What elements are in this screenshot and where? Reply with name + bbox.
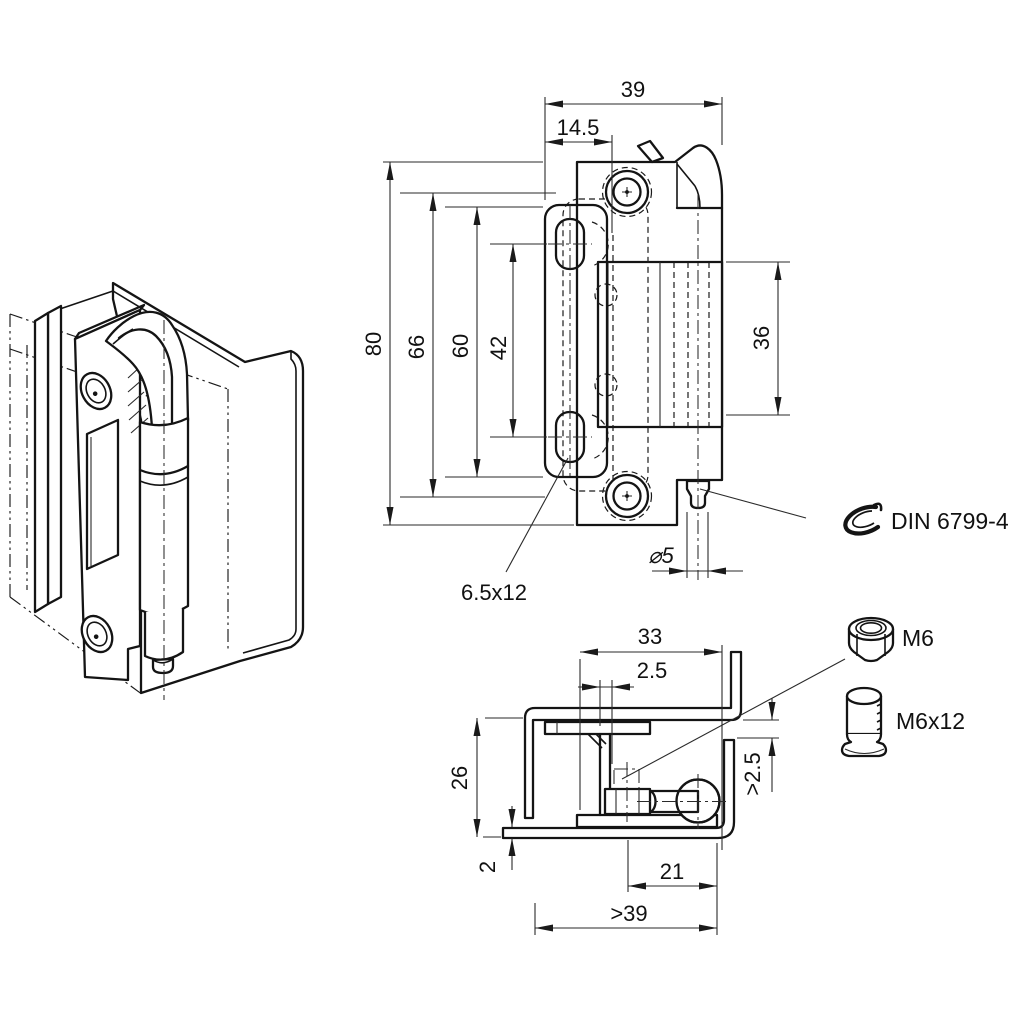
front-view [543, 139, 724, 580]
dim-slot-spacing: 42 [486, 336, 511, 360]
nut-label: M6 [902, 625, 934, 651]
dim-section-height: 26 [447, 766, 472, 790]
retaining-ring-icon [843, 502, 883, 536]
iso-screw-top [79, 371, 113, 411]
dim-leaf-thickness: 2.5 [637, 658, 668, 683]
iso-leaf-window [85, 418, 120, 571]
front-hook-inner [676, 163, 701, 209]
section-dimensions: 33 2.5 26 2 21 >39 >2.5 [447, 624, 846, 935]
section-gusset [587, 733, 607, 749]
nut-leader [621, 658, 846, 780]
dim-sheet-thickness: 2 [475, 861, 500, 873]
ring-leader [699, 488, 807, 519]
section-bracket [543, 720, 652, 736]
dim-height: 80 [361, 332, 386, 356]
section-pin-axis [637, 774, 727, 829]
slot-size-label: 6.5x12 [461, 580, 527, 605]
iso-hook-edge [112, 328, 134, 345]
retaining-ring-label: DIN 6799-4 [891, 508, 1009, 534]
iso-screw-bottom [80, 614, 114, 654]
dim-depth: 33 [638, 624, 662, 649]
dim-hole-offset: 14.5 [557, 115, 600, 140]
front-barrel-hidden [673, 262, 710, 427]
front-dimensions: 39 14.5 80 66 60 42 36 ⌀5 6.5x12 DIN 679… [361, 77, 1009, 605]
iso-left-flange-side [46, 304, 63, 606]
m6-nut-icon [847, 616, 895, 663]
dim-pin-diameter: ⌀5 [648, 543, 674, 568]
dim-leaf-height: 60 [448, 334, 473, 358]
hardware-callouts: M6 M6x12 [840, 616, 965, 758]
iso-channel-top-inner [47, 290, 240, 368]
iso-flange-inner-edge [242, 351, 297, 654]
front-hook-tab [636, 139, 665, 164]
dim-min-clearance: >2.5 [740, 752, 765, 795]
dim-min-width: >39 [610, 901, 647, 926]
dim-hole-spacing: 66 [404, 335, 429, 359]
front-screw-bottom [601, 470, 653, 522]
section-door-profile [501, 738, 736, 840]
dim-width: 39 [621, 77, 645, 102]
stud-label: M6x12 [896, 708, 965, 734]
front-screw-top [601, 166, 653, 218]
iso-pin-tip-line [152, 658, 174, 664]
section-view [501, 650, 743, 840]
iso-left-flange [33, 311, 50, 614]
slot-leader [505, 457, 569, 573]
iso-barrel-band2 [139, 476, 189, 486]
dim-pin-offset: 21 [660, 859, 684, 884]
front-slot-centerlines [548, 205, 592, 478]
isometric-view [9, 281, 305, 700]
front-leaf [543, 203, 609, 479]
dim-barrel-height: 36 [749, 326, 774, 350]
m6x12-stud-icon [840, 686, 888, 758]
